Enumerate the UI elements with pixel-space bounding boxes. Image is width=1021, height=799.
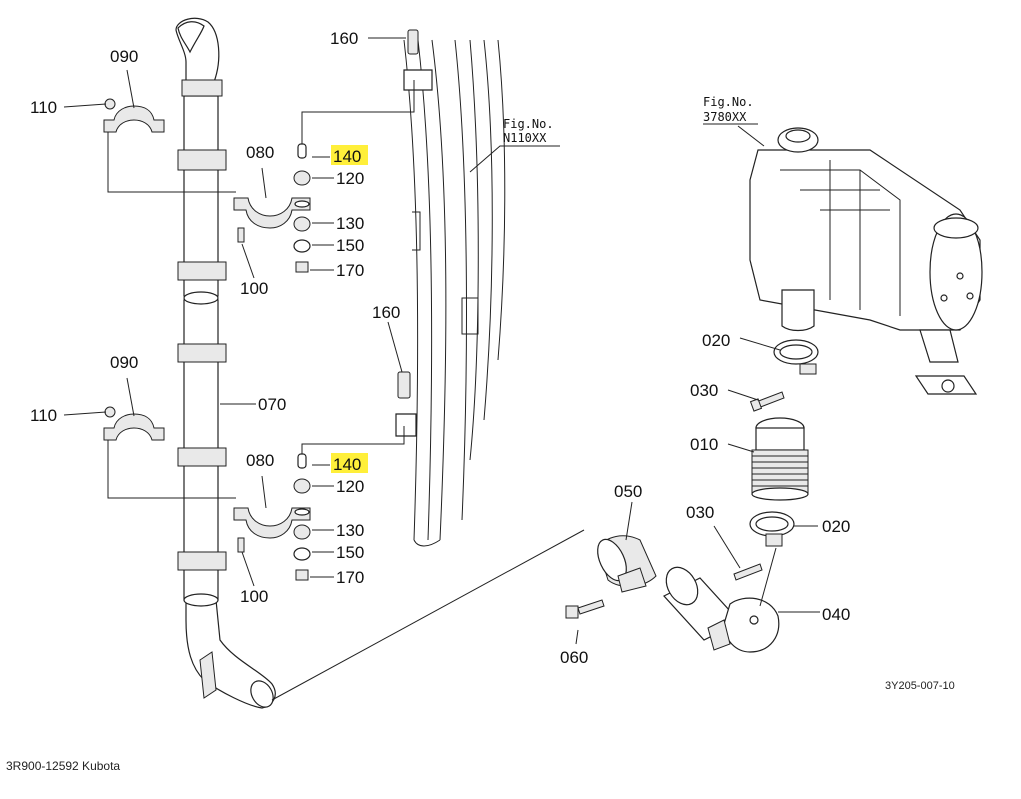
- band-clamp-050: [597, 535, 657, 593]
- label-020-bottom: 020: [822, 517, 850, 536]
- label-160-mid: 160: [372, 303, 400, 322]
- fig-ref-3780-code: 3780XX: [703, 110, 747, 124]
- label-120-mid: 120: [336, 477, 364, 496]
- label-090-mid: 090: [110, 353, 138, 372]
- label-110-top: 110: [30, 98, 57, 117]
- highlight-140-top: [331, 145, 368, 165]
- label-040: 040: [822, 605, 850, 624]
- fig-ref-n110-code: N110XX: [503, 131, 547, 145]
- label-080-mid: 080: [246, 451, 274, 470]
- label-140-mid: 140: [333, 455, 361, 474]
- nut-110-mid-icon: [104, 406, 116, 418]
- diagram-code: 3Y205-007-10: [885, 680, 955, 692]
- label-020-top: 020: [702, 331, 730, 350]
- clamp-020-top: [773, 339, 819, 375]
- label-010: 010: [690, 435, 718, 454]
- label-100-top: 100: [240, 279, 268, 298]
- mount-hardware-mid: [293, 453, 311, 581]
- clamp-090-top: [103, 105, 165, 133]
- label-150-mid: 150: [336, 543, 364, 562]
- label-150-top: 150: [336, 236, 364, 255]
- label-070: 070: [258, 395, 286, 414]
- label-080-top: 080: [246, 143, 274, 162]
- label-170-mid: 170: [336, 568, 364, 587]
- bolt-030-top: [749, 391, 785, 412]
- flex-bellows-010: [751, 417, 809, 501]
- bracket-160-top: [403, 29, 433, 91]
- label-050: 050: [614, 482, 642, 501]
- exhaust-pipe-070: [175, 17, 276, 709]
- fig-ref-3780-title: Fig.No.: [703, 95, 754, 109]
- bolt-060: [565, 599, 605, 619]
- part-labels: 160 090 110 080 140 120 130 150 170 100 …: [30, 29, 955, 692]
- fig-ref-n110-title: Fig.No.: [503, 117, 554, 131]
- label-170-top: 170: [336, 261, 364, 280]
- label-090-top: 090: [110, 47, 138, 66]
- bolt-030-bottom: [733, 563, 763, 581]
- bracket-160-mid: [395, 371, 417, 437]
- dpf-muffler-assembly: [749, 127, 983, 395]
- bolt-100-mid-icon: [237, 537, 245, 553]
- tail-pipe-elbow-040: [663, 566, 780, 653]
- label-100-mid: 100: [240, 587, 268, 606]
- label-130-top: 130: [336, 214, 364, 233]
- label-060: 060: [560, 648, 588, 667]
- leader-lines-left: [63, 37, 585, 701]
- cab-frame-outline: [403, 39, 506, 547]
- leader-lines-right: [575, 125, 820, 645]
- bolt-100-top-icon: [237, 227, 245, 243]
- footer-part-number: 3R900-12592 Kubota: [6, 759, 121, 773]
- label-140-top: 140: [333, 147, 361, 166]
- label-110-mid: 110: [30, 406, 57, 425]
- label-130-mid: 130: [336, 521, 364, 540]
- clamp-080-mid: [233, 507, 311, 539]
- clamp-090-mid: [103, 413, 165, 441]
- highlight-140-mid: [331, 453, 368, 473]
- label-030-top: 030: [690, 381, 718, 400]
- nut-110-top-icon: [104, 98, 116, 110]
- label-030-bottom: 030: [686, 503, 714, 522]
- label-160-top: 160: [330, 29, 358, 48]
- clamp-080-top: [233, 197, 311, 229]
- clamp-020-bottom: [749, 511, 795, 547]
- label-120-top: 120: [336, 169, 364, 188]
